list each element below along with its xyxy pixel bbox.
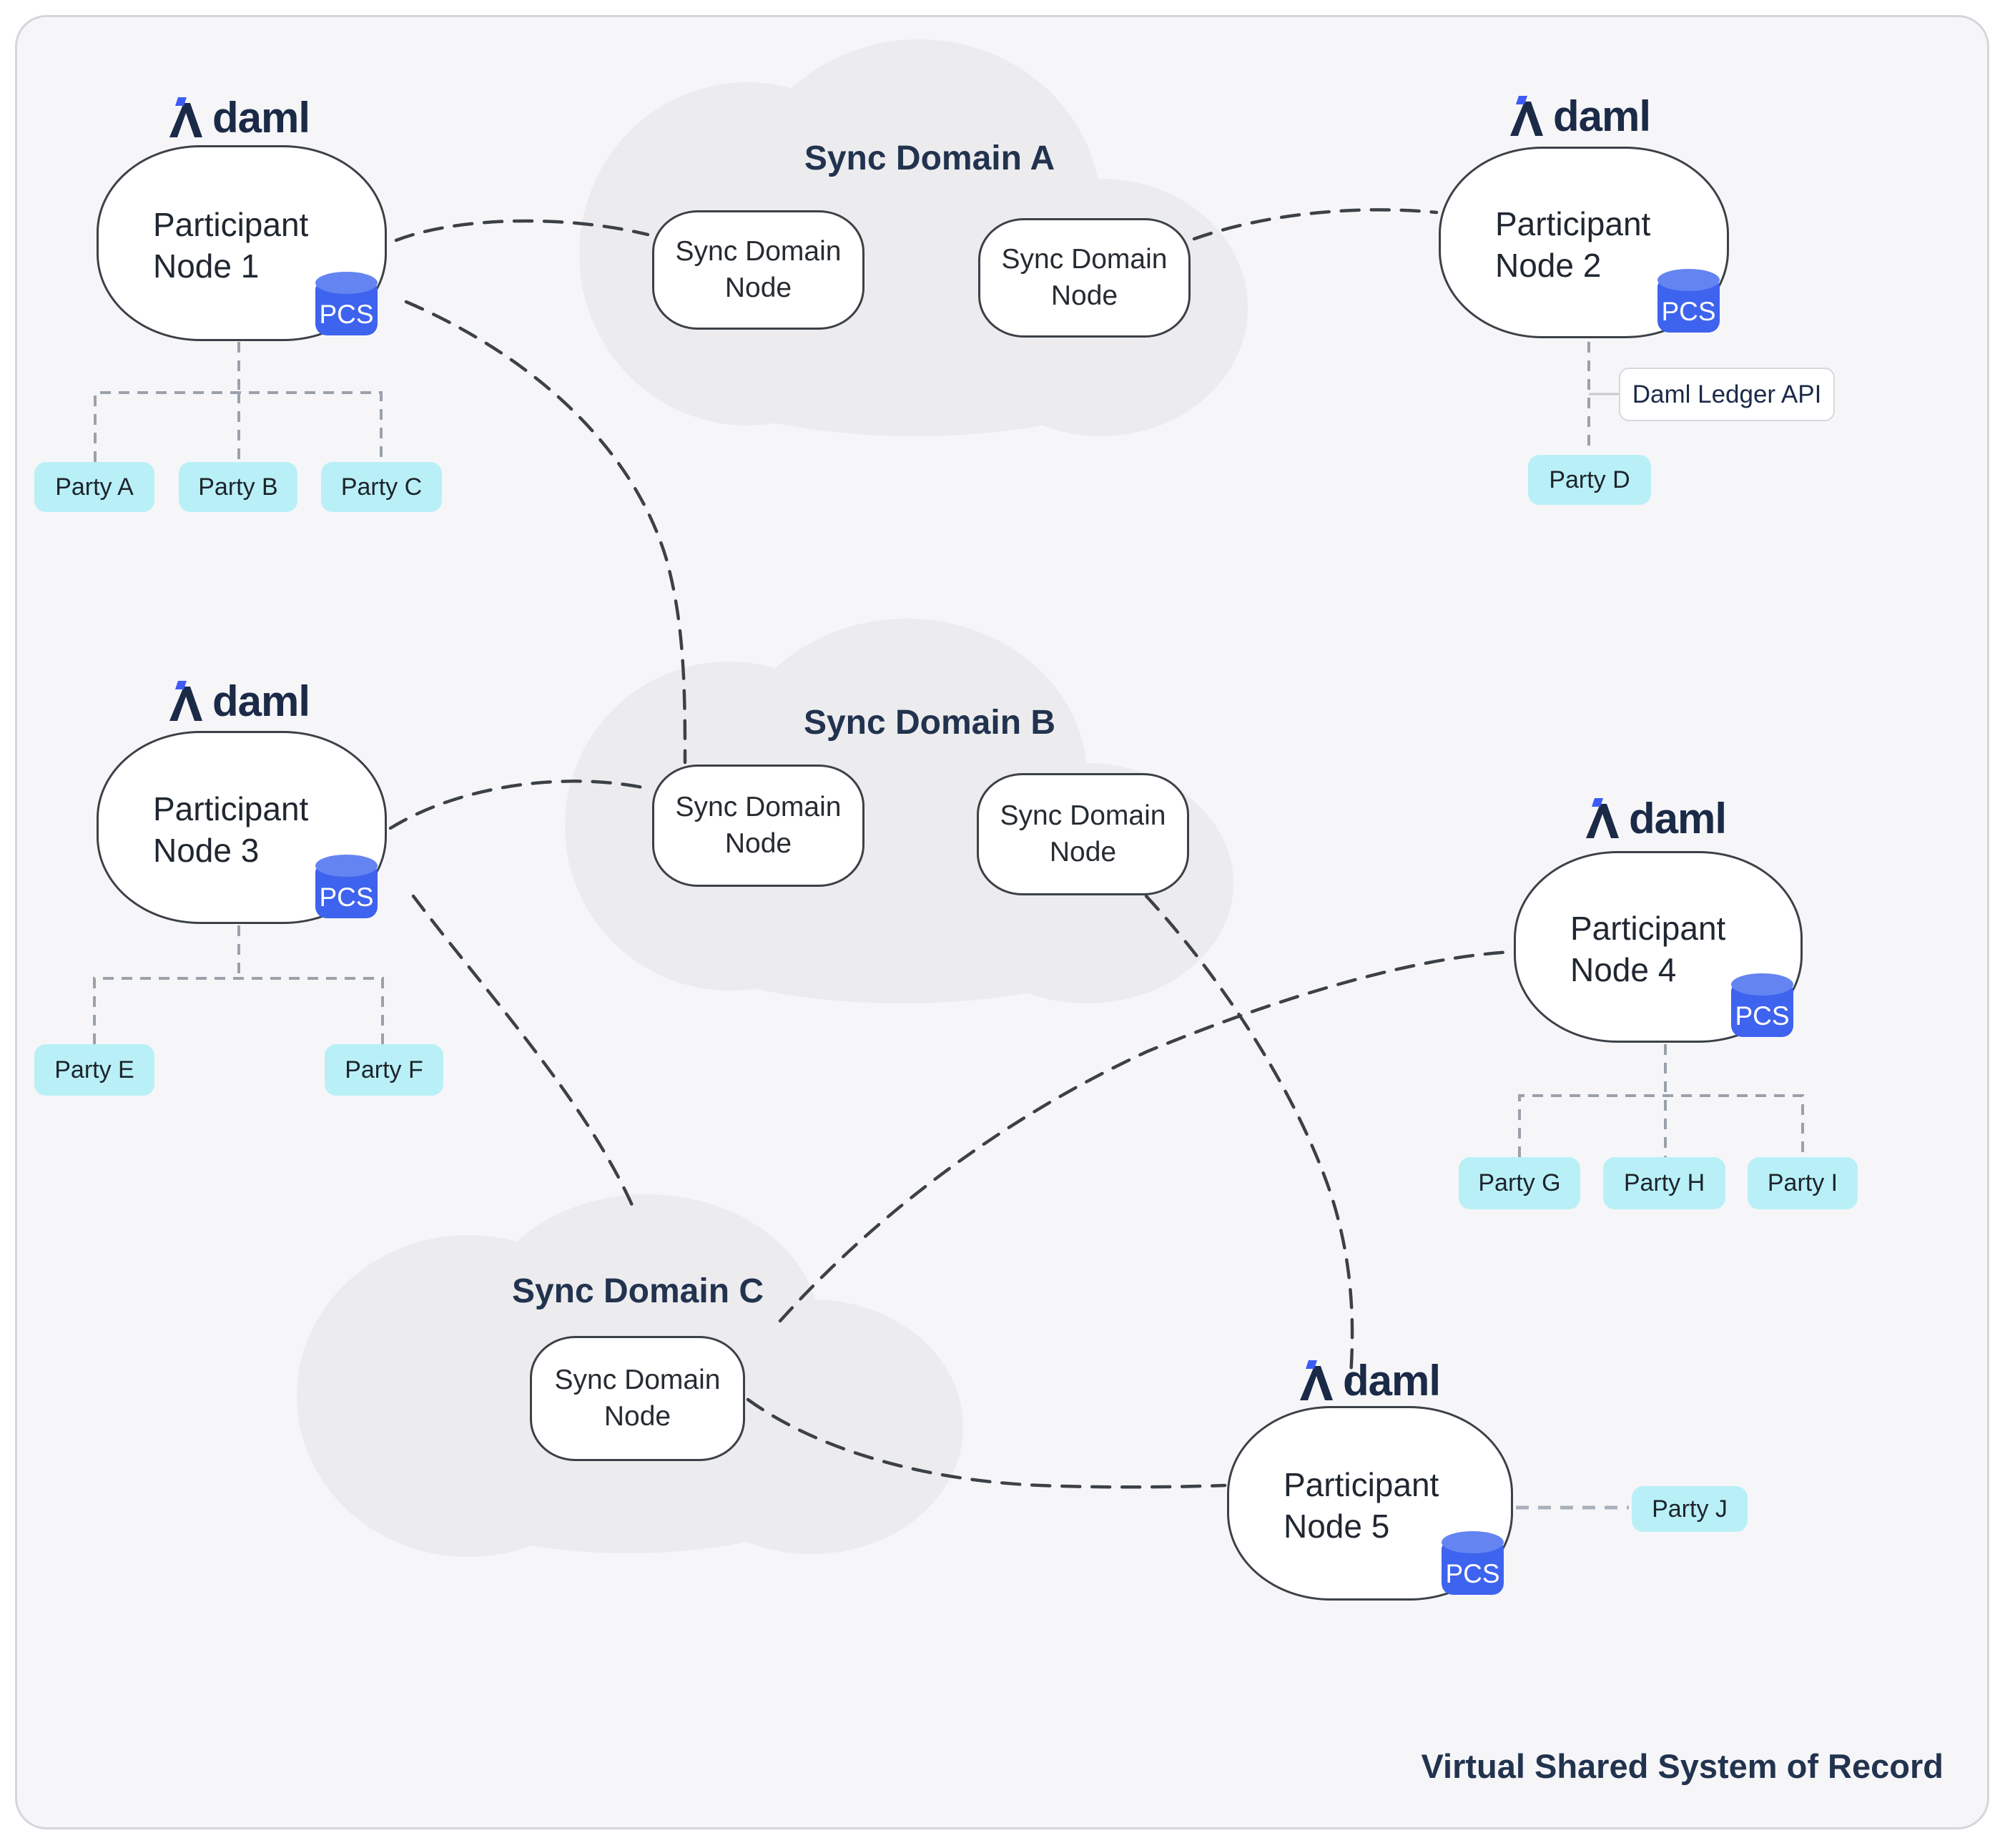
- daml-logo-pn3: daml: [169, 677, 310, 725]
- connector-pn3-domain-b: [388, 780, 651, 830]
- pcs-badge: PCS: [1731, 973, 1793, 1037]
- party-chip-d: Party D: [1528, 455, 1651, 505]
- daml-wordmark: daml: [212, 94, 310, 142]
- participant-node-1: Participant Node 1 PCS: [97, 145, 387, 341]
- caption: Virtual Shared System of Record: [1421, 1747, 1944, 1785]
- sync-domain-c-node-1: Sync Domain Node: [530, 1336, 745, 1461]
- participant-node-3: Participant Node 3 PCS: [97, 731, 387, 924]
- daml-lambda-icon: [1300, 1360, 1333, 1400]
- party-chip-i: Party I: [1748, 1157, 1858, 1209]
- daml-lambda-icon: [169, 97, 202, 137]
- participant-node-4: Participant Node 4 PCS: [1514, 851, 1803, 1043]
- sync-domain-b-node-1: Sync Domain Node: [652, 765, 864, 887]
- daml-wordmark: daml: [212, 677, 310, 725]
- party-tree-pn4: [1518, 1044, 1804, 1157]
- sync-domain-a-node-2: Sync Domain Node: [978, 218, 1191, 338]
- party-chip-f: Party F: [325, 1044, 443, 1096]
- participant-node-1-label: Participant Node 1: [153, 205, 309, 285]
- pcs-badge: PCS: [1442, 1531, 1504, 1595]
- party-chip-j: Party J: [1632, 1486, 1748, 1532]
- database-icon: [315, 272, 378, 294]
- participant-node-3-label: Participant Node 3: [153, 790, 309, 869]
- daml-logo-pn1: daml: [169, 94, 310, 142]
- party-chip-a: Party A: [34, 462, 154, 512]
- daml-wordmark: daml: [1629, 795, 1727, 842]
- sync-domain-a-node-1: Sync Domain Node: [652, 210, 864, 330]
- sync-domain-a-title: Sync Domain A: [804, 139, 1055, 177]
- database-icon: [1657, 269, 1720, 291]
- database-icon: [1442, 1531, 1504, 1553]
- participant-node-5: Participant Node 5 PCS: [1227, 1406, 1513, 1601]
- party-tree-pn1: [94, 342, 383, 462]
- party-chip-b: Party B: [179, 462, 297, 512]
- connector-pn3-domain-c: [411, 894, 637, 1214]
- pcs-badge: PCS: [315, 855, 378, 918]
- sync-domain-b-title: Sync Domain B: [803, 704, 1056, 742]
- party-chip-c: Party C: [321, 462, 442, 512]
- connector-domain-c-pn4: [778, 950, 1514, 1323]
- participant-node-5-label: Participant Node 5: [1284, 1465, 1439, 1545]
- pcs-badge: PCS: [315, 272, 378, 335]
- participant-node-4-label: Participant Node 4: [1570, 909, 1726, 988]
- daml-logo-pn5: daml: [1300, 1357, 1441, 1405]
- party-chip-e: Party E: [34, 1044, 154, 1096]
- database-icon: [1731, 973, 1793, 996]
- daml-lambda-icon: [1510, 96, 1543, 136]
- daml-lambda-icon: [169, 681, 202, 721]
- daml-logo-pn2: daml: [1510, 92, 1651, 140]
- daml-wordmark: daml: [1343, 1357, 1441, 1405]
- sync-domain-b-node-2: Sync Domain Node: [977, 773, 1189, 895]
- participant-node-2: Participant Node 2 PCS: [1439, 147, 1729, 338]
- daml-wordmark: daml: [1553, 92, 1651, 140]
- pcs-badge: PCS: [1657, 269, 1720, 333]
- party-chip-g: Party G: [1459, 1157, 1580, 1209]
- daml-logo-pn4: daml: [1586, 795, 1727, 842]
- connector-pn1-domain-b: [404, 300, 687, 765]
- connector-domain-a-pn2: [1192, 208, 1439, 241]
- daml-ledger-api-label: Daml Ledger API: [1619, 368, 1835, 421]
- database-icon: [315, 855, 378, 877]
- sync-domain-c-title: Sync Domain C: [511, 1272, 764, 1310]
- participant-node-2-label: Participant Node 2: [1495, 205, 1651, 284]
- connector-domain-b-pn5: [1144, 894, 1354, 1387]
- daml-lambda-icon: [1586, 798, 1619, 838]
- party-tree-pn3: [93, 925, 384, 1044]
- party-chip-h: Party H: [1603, 1157, 1725, 1209]
- connector-pn1-domain-a: [394, 219, 650, 242]
